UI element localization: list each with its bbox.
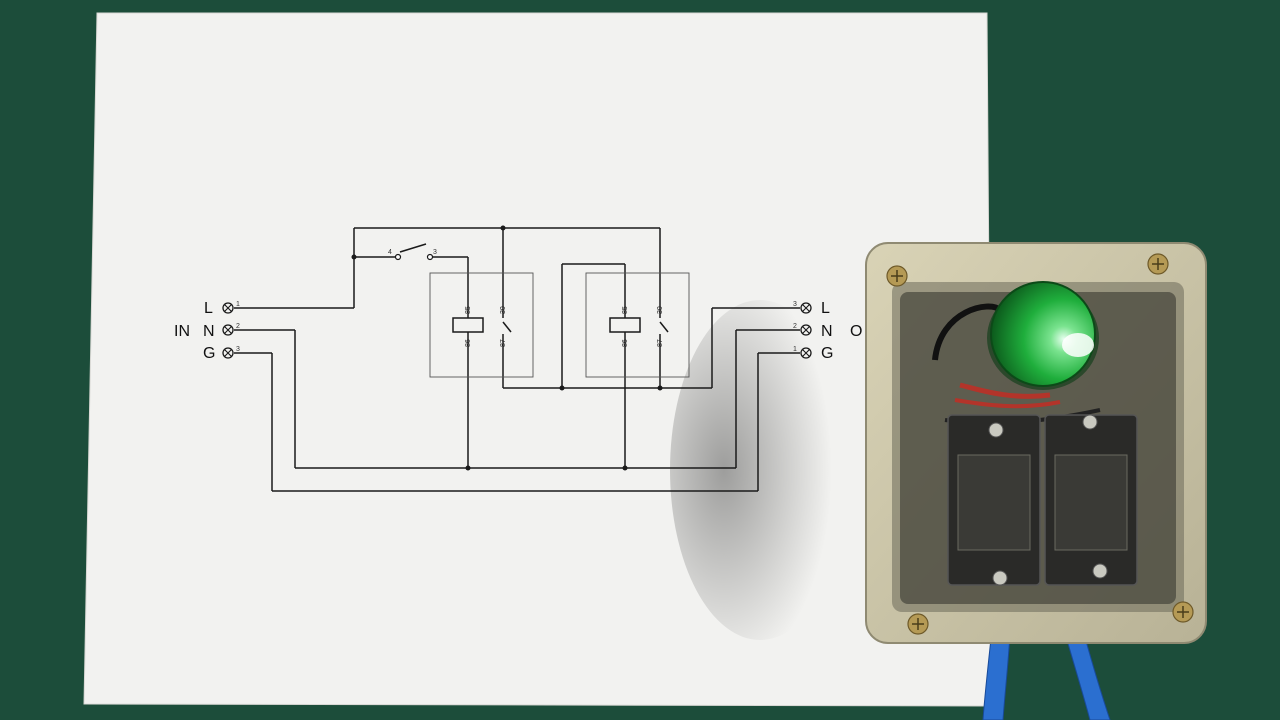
terminal-icon: [800, 347, 812, 359]
input-label-g: G: [203, 345, 215, 362]
output-label-g: G: [821, 345, 833, 362]
paper-sheet: [83, 12, 993, 707]
input-label-l: L: [204, 300, 213, 317]
input-block-label: IN: [174, 323, 190, 340]
input-terminals: [222, 302, 234, 359]
terminal-icon: [222, 302, 234, 314]
relay-1-pin-86: 86: [465, 339, 472, 347]
relay-1-pin-87: 87: [500, 339, 507, 347]
terminal-icon: [222, 347, 234, 359]
input-pin-3: 3: [236, 346, 240, 353]
output-pin-1: 1: [793, 346, 797, 353]
relay-2-pin-86: 86: [622, 339, 629, 347]
terminal-icon: [800, 324, 812, 336]
junction-dots: [351, 225, 663, 471]
terminal-icon: [222, 324, 234, 336]
switch-contact-left: [394, 253, 402, 261]
relay-2-pin-87: 87: [657, 339, 664, 347]
relay-2-pin-30: 30: [657, 306, 664, 314]
box-shadow: [670, 300, 850, 640]
input-pin-1: 1: [236, 301, 240, 308]
push-button-icon: [987, 281, 1099, 390]
output-pin-2: 2: [793, 323, 797, 330]
switch-pin-right: 3: [433, 249, 437, 256]
output-label-l: L: [821, 300, 830, 317]
relay-module-icon: [865, 242, 1207, 720]
terminal-icon: [800, 302, 812, 314]
wiring-diagram: [234, 227, 800, 492]
output-pin-3: 3: [793, 301, 797, 308]
input-pin-2: 2: [236, 323, 240, 330]
relay-1-pin-30: 30: [500, 306, 507, 314]
switch-pin-left: 4: [388, 249, 392, 256]
relay-1-housing: [429, 272, 534, 378]
output-terminals: [800, 302, 812, 359]
switch-contact-right: [426, 253, 434, 261]
relay-1-pin-85: 85: [465, 306, 472, 314]
output-block-label: O: [850, 323, 862, 340]
relay-2-housing: [585, 272, 690, 378]
output-label-n: N: [821, 323, 833, 340]
input-label-n: N: [203, 323, 215, 340]
relay-2-pin-85: 85: [622, 306, 629, 314]
